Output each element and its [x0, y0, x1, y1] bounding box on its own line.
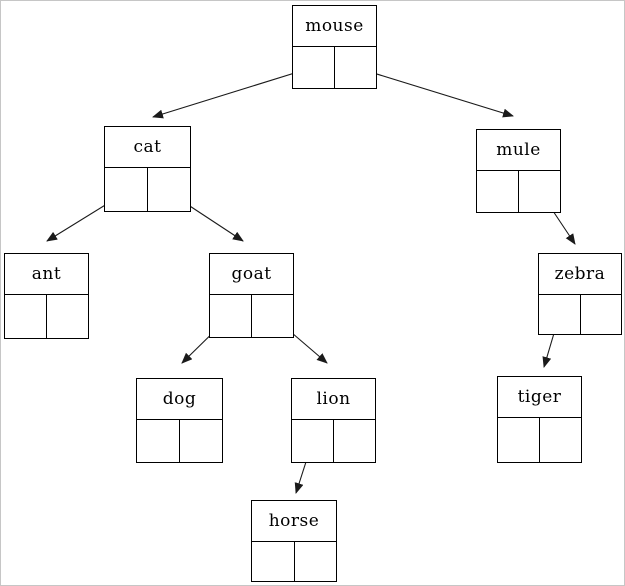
pointer-cells [252, 541, 336, 581]
pointer-cells [293, 46, 376, 88]
left-pointer-cell [5, 295, 47, 338]
node-label: dog [162, 389, 197, 409]
tree-node-horse: horse [251, 500, 337, 582]
left-pointer-cell [539, 295, 581, 334]
node-label: horse [268, 511, 320, 531]
node-label: cat [133, 137, 162, 157]
pointer-cells [5, 294, 88, 338]
node-label: mule [496, 140, 541, 160]
left-pointer-cell [105, 168, 148, 211]
right-pointer-cell [180, 420, 222, 462]
left-pointer-cell [477, 171, 519, 212]
right-pointer-cell [335, 47, 376, 88]
edge-mouse-right-mule [353, 66, 514, 118]
tree-node-goat: goat [209, 253, 294, 338]
left-pointer-cell [137, 420, 180, 462]
right-pointer-cell [334, 420, 375, 462]
tree-node-ant: ant [4, 253, 89, 339]
node-label: lion [316, 389, 351, 409]
node-label: tiger [517, 387, 562, 407]
pointer-cells [539, 294, 621, 334]
node-label: ant [31, 264, 62, 284]
left-pointer-cell [292, 420, 334, 462]
left-pointer-cell [498, 418, 540, 462]
tree-node-mouse: mouse [292, 5, 377, 89]
right-pointer-cell [540, 418, 581, 462]
right-pointer-cell [47, 295, 88, 338]
edge-mouse-left-cat [152, 66, 315, 119]
node-label: zebra [554, 264, 606, 284]
tree-node-cat: cat [104, 126, 191, 212]
left-pointer-cell [252, 542, 295, 581]
pointer-cells [137, 419, 222, 462]
tree-node-lion: lion [291, 378, 376, 463]
pointer-cells [292, 419, 375, 462]
right-pointer-cell [519, 171, 560, 212]
right-pointer-cell [148, 168, 190, 211]
pointer-cells [477, 170, 560, 212]
right-pointer-cell [581, 295, 622, 334]
pointer-cells [210, 294, 293, 337]
left-pointer-cell [293, 47, 335, 88]
node-label: mouse [305, 16, 364, 36]
pointer-cells [105, 167, 190, 211]
node-label: goat [231, 264, 272, 284]
tree-node-mule: mule [476, 129, 561, 213]
tree-node-zebra: zebra [538, 253, 622, 335]
pointer-cells [498, 417, 581, 462]
left-pointer-cell [210, 295, 252, 337]
tree-node-tiger: tiger [497, 376, 582, 463]
tree-node-dog: dog [136, 378, 223, 463]
right-pointer-cell [295, 542, 337, 581]
right-pointer-cell [252, 295, 293, 337]
